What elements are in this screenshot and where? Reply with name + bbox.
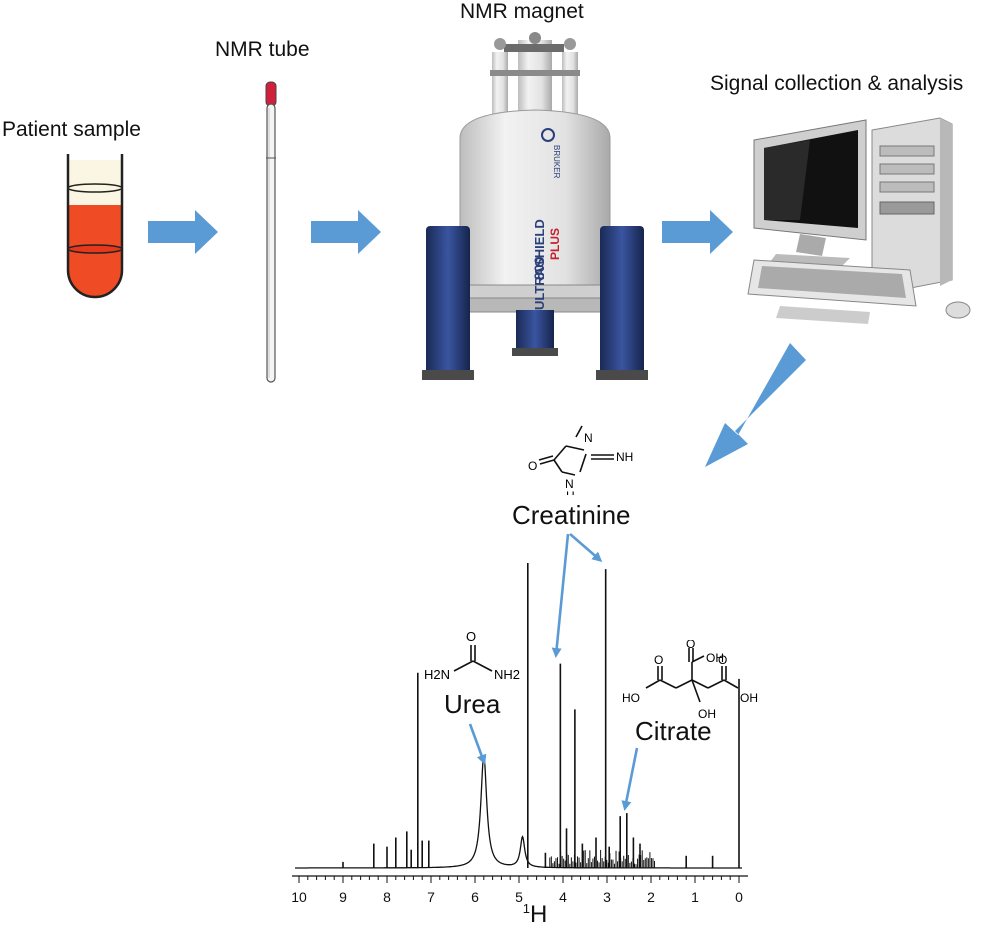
label-citrate: Citrate (635, 716, 712, 746)
spectrum-tick-label: 7 (427, 889, 435, 905)
spectrum-tick-label: 5 (515, 889, 523, 905)
citrate-atom-o-top: O (686, 640, 695, 651)
label-patient-sample: Patient sample (2, 118, 141, 141)
arrow-citrate-peak (621, 747, 639, 811)
brand-model: ULTRASHIELD (532, 219, 547, 310)
label-urea: Urea (444, 689, 501, 719)
label-nmr-tube: NMR tube (215, 38, 310, 61)
brand-maker: BRUKER (552, 145, 561, 179)
citrate-atom-o-left: O (654, 653, 663, 667)
spectrum-tick-label: 9 (339, 889, 347, 905)
brand-suffix: PLUS (548, 228, 562, 260)
label-signal-collection: Signal collection & analysis (710, 72, 964, 95)
urea-atom-o: O (466, 629, 476, 644)
label-nmr-magnet: NMR magnet (460, 0, 584, 23)
creatinine-atom-nh: NH (616, 450, 633, 464)
urea-structure: O H2N NH2 (424, 629, 520, 682)
arrow-sample-to-tube (148, 210, 218, 254)
nmr-magnet: BRUKER ULTRASHIELD PLUS 800 (422, 32, 648, 380)
spectrum-trace (295, 754, 742, 869)
svg-text:H: H (566, 489, 575, 495)
arrow-creatinine-peak-1 (551, 533, 570, 658)
spectrum-tick-label: 2 (647, 889, 655, 905)
spectrum-tick-label: 6 (471, 889, 479, 905)
creatinine-structure: N NH O N H (528, 425, 633, 495)
spectrum-tick-label: 10 (291, 889, 307, 905)
svg-text:N: N (565, 477, 574, 491)
label-creatinine: Creatinine (512, 500, 631, 530)
arrow-urea-peak (468, 723, 487, 765)
spectrum-tick-label: 4 (559, 889, 567, 905)
arrow-magnet-to-computer (662, 210, 733, 254)
spectrum-axis-label: 1H (523, 901, 548, 928)
creatinine-atom-o: O (528, 459, 537, 473)
citrate-atom-o-right: O (718, 653, 727, 667)
computer-workstation (747, 117, 971, 324)
citrate-atom-oh-top: OH (706, 651, 724, 665)
sample-vial (66, 154, 124, 299)
citrate-atom-oh-center: OH (698, 707, 716, 721)
arrow-computer-to-spectrum (705, 343, 806, 467)
creatinine-atom-n: N (584, 431, 593, 445)
arrow-creatinine-peak-2 (569, 533, 603, 562)
nmr-tube (265, 81, 277, 383)
spectrum-tick-label: 0 (735, 889, 743, 905)
spectrum-tick-label: 1 (691, 889, 699, 905)
urea-atom-nh2: NH2 (494, 667, 520, 682)
citrate-atom-oh-right: OH (740, 691, 758, 705)
arrow-tube-to-magnet (311, 210, 381, 254)
spectrum-tick-label: 3 (603, 889, 611, 905)
brand-frequency: 800 (531, 256, 547, 280)
citrate-atom-ho-left: HO (622, 691, 640, 705)
urea-atom-h2n: H2N (424, 667, 450, 682)
spectrum-tick-label: 8 (383, 889, 391, 905)
citrate-structure: O OH HO O O OH OH (622, 640, 758, 721)
